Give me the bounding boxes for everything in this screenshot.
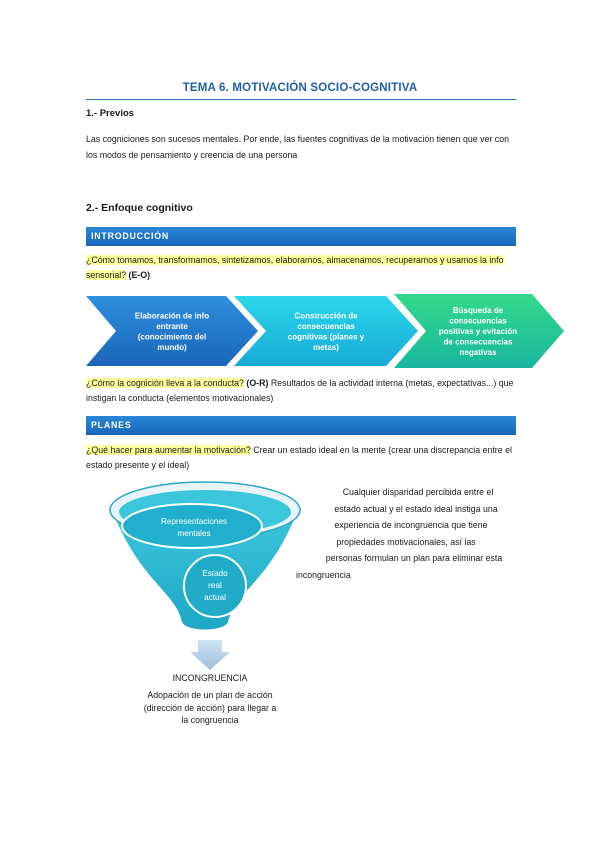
process-chevrons: Elaboración de info entrante(conocimiento… <box>86 294 564 368</box>
question-conduct-tag: (O-R) <box>243 378 269 388</box>
chevron-3-label-line: negativas <box>460 348 497 357</box>
incongruence-line-3: la congruencia <box>181 715 239 725</box>
chevron-1 <box>86 296 258 366</box>
side-line-4: propiedades motivacionales, así las <box>336 536 476 547</box>
question-conduct-highlight: ¿Cómo la cognición lleva a la conducta? <box>86 378 244 388</box>
title-divider <box>86 99 516 100</box>
current-state-label-3: actual <box>204 593 226 602</box>
current-state-circle <box>183 554 247 618</box>
representations-label-2: mentales <box>177 529 210 538</box>
chevron-3-label-line: positivas y evitación <box>439 327 517 336</box>
side-line-5: personas formulan un plan para eliminar … <box>325 553 503 564</box>
incongruence-title: INCONGRUENCIA <box>172 673 248 683</box>
chevron-2-label-line: Construcción de <box>294 311 358 320</box>
side-line-1: Cualquier disparidad percibida entre el <box>342 487 494 497</box>
down-arrow-icon <box>190 640 230 670</box>
question-motivation-rest: Crear un estado ideal en la mente (crear… <box>86 445 512 470</box>
chevron-3-label-line: de consecuencias <box>444 338 513 347</box>
chevron-2-label-line: cognitivas (planes y <box>288 332 365 341</box>
section-heading-previos: 1.- Previos <box>86 108 135 119</box>
incongruence-line-1: Adopación de un plan de acción <box>147 690 273 700</box>
chevron-3-label-line: Búsqueda de <box>453 306 504 315</box>
chevron-1-label-line: Elaboración de info <box>135 311 209 320</box>
representations-label-1: Representaciones <box>161 517 227 526</box>
page-title: TEMA 6. MOTIVACIÓN SOCIO-COGNITIVA <box>182 82 418 94</box>
question-motivation-highlight: ¿Qué hacer para aumentar la motivación? <box>86 445 251 455</box>
side-line-3: experiencia de incongruencia que tiene <box>334 520 488 531</box>
question-conduct: ¿Cómo la cognición lleva a la conducta? … <box>86 376 516 406</box>
chevron-2 <box>234 296 418 366</box>
current-state-label-1: Estado <box>202 569 228 578</box>
question-motivation: ¿Qué hacer para aumentar la motivación? … <box>86 443 516 473</box>
intro-bar: INTRODUCCIÓN <box>86 227 516 246</box>
representations-ellipse <box>121 503 263 549</box>
chevron-2-label-line: metas) <box>313 343 339 352</box>
side-line-2: estado actual y el estado ideal instiga … <box>334 503 498 514</box>
funnel-diagram: Representaciones mentales Estado real ac… <box>109 481 301 670</box>
question-conduct-rest: Resultados de la actividad interna (meta… <box>86 378 514 403</box>
chevron-3-label-line: consecuencias <box>449 317 507 326</box>
chevron-1-label-line: (conocimiento del <box>138 332 206 341</box>
incongruence-text: Adopación de un plan de acción (direcció… <box>110 689 310 727</box>
question-intro: ¿Cómo tomamos, transformamos, sintetizam… <box>86 253 516 283</box>
current-state-label-2: real <box>208 581 222 590</box>
chevron-2-label-line: consecuencias <box>297 322 355 331</box>
plans-bar: PLANES <box>86 416 516 435</box>
chevron-1-label-line: entrante <box>156 322 188 331</box>
side-line-6: incongruencia <box>296 569 351 580</box>
incongruence-line-2: (dirección de acción) para llegar a <box>143 702 277 713</box>
side-explanation: Cualquier disparidad percibida entre el … <box>296 484 520 584</box>
section-heading-enfoque: 2.- Enfoque cognitivo <box>86 202 193 214</box>
chevron-1-label-line: mundo) <box>157 343 187 352</box>
question-intro-tag: (E-O) <box>126 270 151 280</box>
previos-paragraph: Las cogniciones son sucesos mentales. Po… <box>86 134 509 160</box>
chevron-3 <box>394 294 564 368</box>
